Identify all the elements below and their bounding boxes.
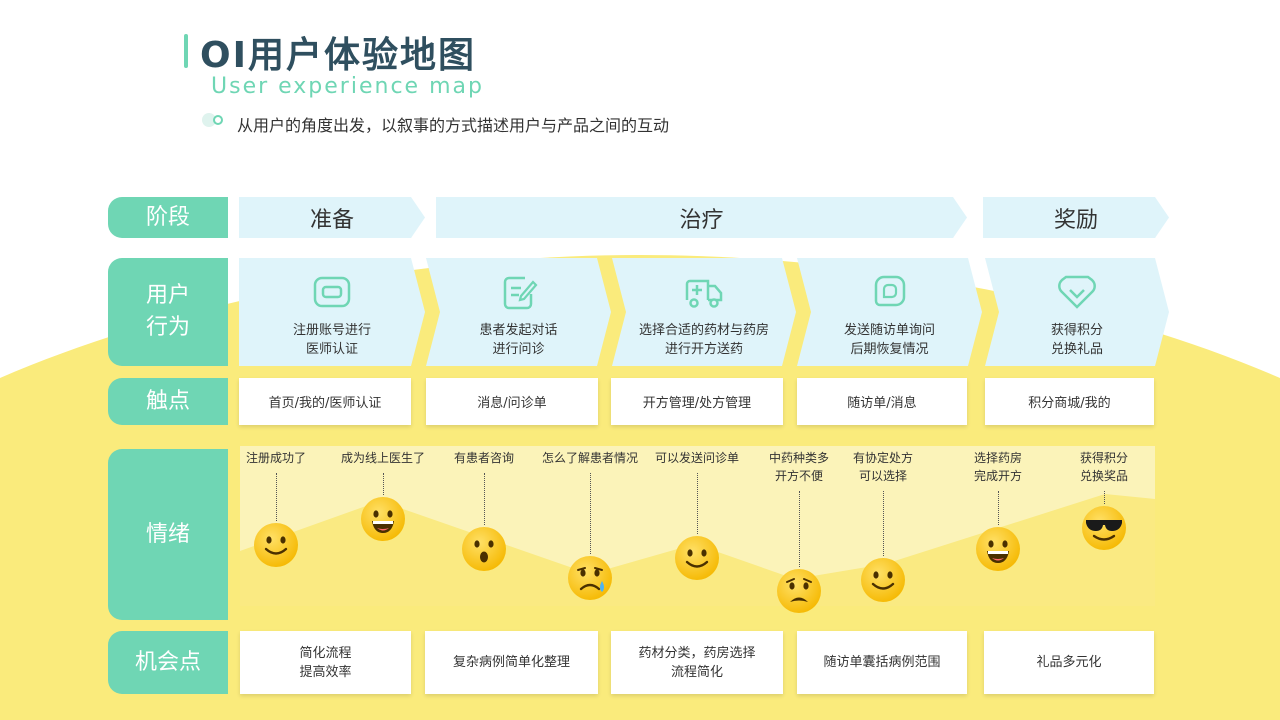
touchpoint-card: 开方管理/处方管理 bbox=[611, 378, 783, 425]
emotion-connector-line bbox=[383, 473, 384, 495]
emotion-connector-line bbox=[697, 473, 698, 534]
grin-face-icon bbox=[359, 495, 407, 547]
emotion-label: 怎么了解患者情况 bbox=[541, 451, 639, 465]
stage-reward: 奖励 bbox=[983, 197, 1169, 238]
emotion-label: 选择药房 完成开方 bbox=[973, 451, 1023, 483]
worried-face-icon bbox=[775, 567, 823, 619]
opportunity-card: 随访单囊括病例范围 bbox=[797, 631, 967, 694]
emotion-connector-line bbox=[883, 491, 884, 556]
action-card: 患者发起对话 进行问诊 bbox=[426, 258, 611, 366]
emotion-label: 可以发送问诊单 bbox=[654, 451, 740, 465]
touchpoint-card: 首页/我的/医师认证 bbox=[239, 378, 411, 425]
smile-face-icon bbox=[673, 534, 721, 586]
row-label-stage: 阶段 bbox=[108, 197, 228, 238]
action-text: 获得积分 兑换礼品 bbox=[1050, 323, 1103, 357]
heart-check-icon bbox=[1058, 275, 1096, 309]
emotion-label: 有患者咨询 bbox=[453, 451, 515, 465]
title-accent-bar bbox=[184, 34, 188, 68]
surprised-face-icon bbox=[460, 525, 508, 577]
action-card: 获得积分 兑换礼品 bbox=[985, 258, 1169, 366]
chat-bubble-icon bbox=[874, 275, 905, 307]
emotion-connector-line bbox=[484, 473, 485, 525]
action-text: 发送随访单询问 后期恢复情况 bbox=[843, 323, 935, 357]
edit-note-icon bbox=[503, 276, 537, 310]
emotion-label: 中药种类多 开方不便 bbox=[768, 451, 830, 483]
emotion-label: 有协定处方 可以选择 bbox=[852, 451, 914, 483]
cool-face-icon bbox=[1080, 504, 1128, 556]
emotion-connector-line bbox=[998, 491, 999, 525]
grin-face-icon bbox=[974, 525, 1022, 577]
stage-treatment: 治疗 bbox=[436, 197, 967, 238]
bullet-dots-icon bbox=[202, 113, 230, 127]
sad-tear-face-icon bbox=[566, 554, 614, 606]
emotion-label: 注册成功了 bbox=[245, 451, 307, 465]
page-title: OI用户体验地图 bbox=[200, 35, 476, 76]
opportunity-card: 礼品多元化 bbox=[984, 631, 1154, 694]
emotion-label: 获得积分 兑换奖品 bbox=[1079, 451, 1129, 483]
page-description: 从用户的角度出发，以叙事的方式描述用户与产品之间的互动 bbox=[237, 116, 670, 135]
action-text: 注册账号进行 医师认证 bbox=[292, 323, 371, 357]
opportunity-card: 药材分类，药房选择 流程简化 bbox=[611, 631, 783, 694]
row-label-opportunity: 机会点 bbox=[108, 631, 228, 694]
action-text: 患者发起对话 进行问诊 bbox=[479, 323, 558, 357]
emotion-label: 成为线上医生了 bbox=[340, 451, 426, 465]
stage-prepare: 准备 bbox=[239, 197, 425, 238]
emotion-connector-line bbox=[799, 491, 800, 567]
touchpoint-card: 随访单/消息 bbox=[797, 378, 967, 425]
action-text: 选择合适的药材与药房 进行开方送药 bbox=[638, 323, 769, 357]
page-subtitle-english: User experience map bbox=[211, 74, 484, 99]
action-card: 发送随访单询问 后期恢复情况 bbox=[797, 258, 982, 366]
ambulance-icon bbox=[685, 279, 723, 308]
action-card: 注册账号进行 医师认证 bbox=[239, 258, 425, 366]
row-label-touchpoint: 触点 bbox=[108, 378, 228, 425]
row-label-user-action: 用户 行为 bbox=[108, 258, 228, 366]
emotion-connector-line bbox=[1104, 491, 1105, 504]
opportunity-card: 简化流程 提高效率 bbox=[240, 631, 411, 694]
row-label-emotion: 情绪 bbox=[108, 449, 228, 620]
smile-face-icon bbox=[252, 521, 300, 573]
id-card-icon bbox=[313, 276, 351, 308]
emotion-connector-line bbox=[590, 473, 591, 554]
action-card: 选择合适的药材与药房 进行开方送药 bbox=[612, 258, 796, 366]
emotion-connector-line bbox=[276, 473, 277, 521]
touchpoint-card: 消息/问诊单 bbox=[426, 378, 598, 425]
smile-face-icon bbox=[859, 556, 907, 608]
touchpoint-card: 积分商城/我的 bbox=[985, 378, 1154, 425]
opportunity-card: 复杂病例简单化整理 bbox=[425, 631, 598, 694]
